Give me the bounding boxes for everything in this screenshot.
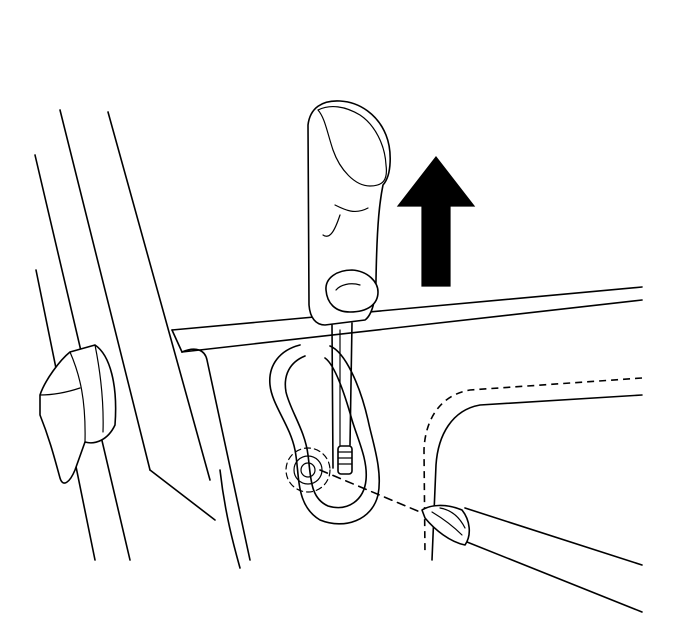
inner-panel bbox=[181, 348, 251, 569]
tool-handle bbox=[307, 100, 391, 326]
hinge-pin bbox=[337, 445, 353, 475]
tool-shaft bbox=[331, 322, 353, 469]
recess-outline bbox=[269, 344, 381, 525]
leader-line bbox=[319, 469, 421, 513]
door-opening bbox=[423, 377, 643, 561]
pillar-latch bbox=[39, 344, 117, 484]
pointer-tool bbox=[421, 504, 643, 613]
door-pillar bbox=[34, 109, 216, 561]
trim-edge bbox=[171, 286, 643, 353]
up-arrow-icon bbox=[396, 156, 476, 287]
